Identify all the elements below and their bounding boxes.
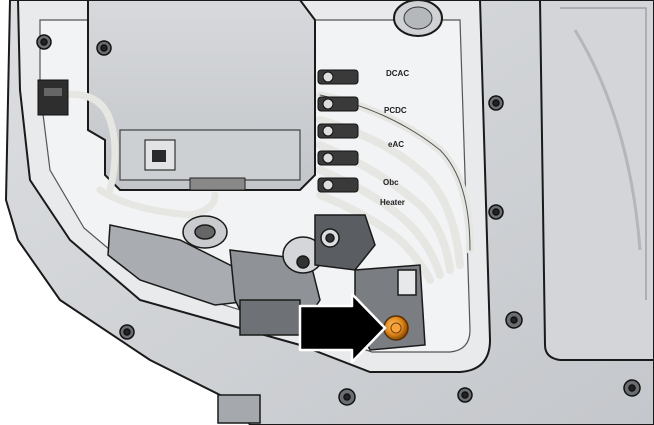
connector-label-heater: Heater [380, 198, 405, 207]
connector-label-dcac: DCAC [386, 69, 409, 78]
connector-label-obc: Obc [383, 178, 399, 187]
mounting-bolts [36, 34, 641, 406]
callout-arrow [298, 292, 387, 364]
orange-bolt-icon [383, 315, 409, 341]
cable-harness [56, 90, 474, 284]
connector-label-pcdc: PCDC [384, 106, 407, 115]
left-connector [37, 79, 69, 116]
side-cover [538, 0, 654, 361]
connector-plugs [317, 69, 359, 193]
drain-stub [217, 394, 261, 424]
connector-label-eac: eAC [388, 140, 404, 149]
